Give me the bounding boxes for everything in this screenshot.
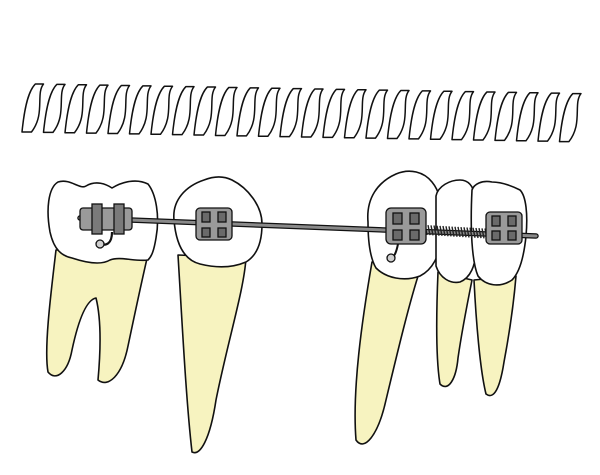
coil-spring-turn	[365, 89, 389, 139]
incisor-lateral-root	[435, 271, 473, 388]
coil-spring-turn	[558, 92, 582, 143]
incisor-twin-bracket	[485, 211, 523, 245]
coil-spring-turn	[193, 86, 217, 136]
compressed-coil-turn	[427, 225, 431, 236]
coil-spring-turn	[107, 84, 131, 135]
coil-spring-turn	[322, 88, 346, 139]
coil-spring-turn	[515, 92, 539, 142]
crowns	[47, 170, 528, 286]
molar-tube-bracket	[79, 203, 133, 249]
coil-spring	[21, 83, 582, 143]
incisor-central-root	[473, 275, 517, 397]
compressed-coil-turn	[466, 227, 470, 238]
compressed-coil-turn	[448, 226, 452, 237]
compressed-coil-turn	[439, 225, 443, 237]
compressed-coil-turn	[463, 227, 467, 238]
coil-spring-turn	[386, 89, 410, 140]
coil-spring-turn	[257, 87, 281, 137]
compressed-coil-turn	[433, 225, 437, 236]
compressed-coil-turn	[430, 225, 434, 236]
coil-spring-turn	[150, 85, 174, 136]
compressed-coil-turn	[460, 226, 464, 238]
molar-root	[45, 245, 151, 384]
compressed-coil-turn	[457, 226, 461, 238]
coil-spring-turn	[128, 85, 152, 135]
coil-spring-turn	[85, 84, 109, 134]
compressed-coil-turn	[469, 227, 473, 238]
archwire	[77, 215, 539, 239]
compressed-coil-turn	[478, 228, 482, 239]
coil-spring-turn	[214, 86, 238, 137]
compressed-coil-turn	[436, 225, 440, 236]
coil-spring-turn	[42, 83, 66, 134]
compressed-coil-turn	[472, 227, 476, 238]
compressed-coil-turn	[445, 226, 449, 237]
coil-spring-turn	[537, 92, 561, 142]
canine-root	[354, 261, 421, 445]
coil-spring-turn	[300, 88, 324, 138]
premolar-root	[177, 254, 247, 454]
compressed-coil-turn	[475, 227, 479, 239]
compressed-coil-on-wire	[424, 224, 488, 239]
compressed-coil-turn	[451, 226, 455, 237]
compressed-coil-turn	[454, 226, 458, 237]
compressed-coil-turn	[442, 225, 446, 237]
coil-spring-turn	[279, 87, 303, 138]
coil-spring-turn	[472, 91, 496, 141]
brackets	[79, 203, 523, 263]
coil-spring-turn	[408, 90, 432, 140]
coil-spring-turn	[494, 91, 518, 142]
coil-spring-turn	[236, 87, 260, 137]
premolar-twin-bracket	[195, 207, 233, 241]
coil-spring-turn	[171, 85, 195, 136]
coil-spring-turn	[429, 90, 453, 141]
canine-bracket-with-hook	[385, 207, 427, 263]
compressed-coil-turn	[481, 228, 485, 239]
coil-spring-turn	[343, 88, 367, 139]
roots	[45, 245, 517, 454]
coil-spring-turn	[21, 83, 45, 133]
coil-spring-turn	[451, 90, 475, 141]
coil-spring-turn	[64, 84, 88, 134]
